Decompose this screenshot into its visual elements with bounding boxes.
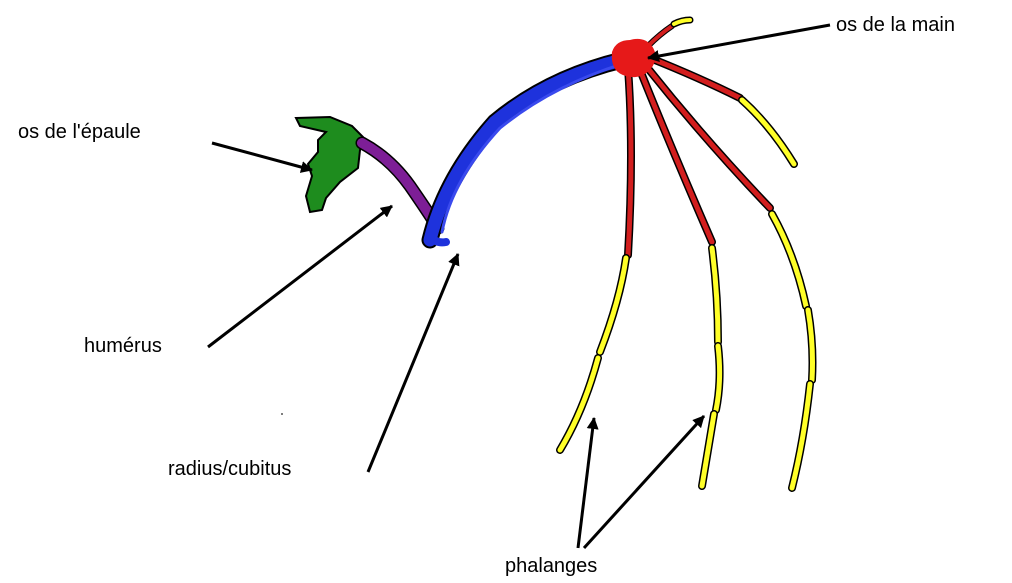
shoulder-bone [296,117,366,212]
arrow-phalanx-2 [584,416,704,548]
label-hand-bones: os de la main [836,15,955,35]
arrow-radius [368,254,458,472]
arrow-hand [648,25,830,58]
stray-dot [281,413,283,415]
label-shoulder-bone: os de l'épaule [18,122,141,142]
label-radius-ulna: radius/cubitus [168,459,291,479]
label-humerus: humérus [84,336,162,356]
arrow-shoulder [212,143,312,170]
arrow-humerus [208,206,392,347]
humerus-bone [362,143,438,228]
arrow-phalanx-1 [578,418,594,548]
forearm-bones [430,60,622,242]
label-phalanges: phalanges [505,556,597,576]
phalanx-bones [560,20,813,488]
